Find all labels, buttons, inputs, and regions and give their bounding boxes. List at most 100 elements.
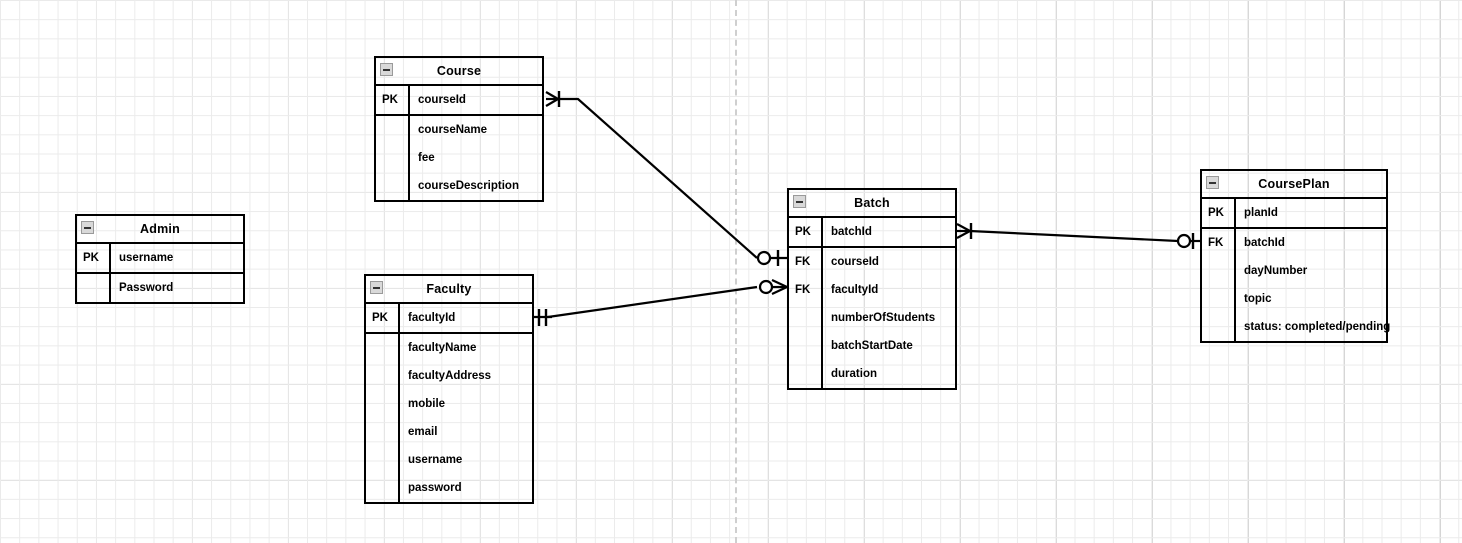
entity-batch-pk-section: PK batchId bbox=[789, 218, 955, 248]
entity-faculty-title: Faculty bbox=[426, 282, 472, 296]
attribute-row[interactable]: numberOfStudents bbox=[789, 304, 955, 332]
connector-faculty-batch[interactable] bbox=[534, 279, 788, 326]
entity-batch-title: Batch bbox=[854, 196, 890, 210]
minus-icon[interactable] bbox=[793, 195, 806, 208]
attribute-row[interactable]: duration bbox=[789, 360, 955, 388]
attribute-name: courseId bbox=[821, 248, 955, 276]
entity-course-body: PK courseId courseName fee courseDescrip… bbox=[376, 86, 542, 200]
entity-batch[interactable]: Batch PK batchId FK courseId FK facultyI… bbox=[787, 188, 957, 390]
entity-course-title: Course bbox=[436, 64, 482, 78]
attribute-row[interactable]: PK planId bbox=[1202, 199, 1386, 227]
attribute-key bbox=[366, 362, 398, 390]
attribute-key: PK bbox=[372, 312, 388, 324]
attribute-name: numberOfStudents bbox=[821, 304, 955, 332]
minus-icon[interactable] bbox=[380, 63, 393, 76]
attribute-key bbox=[366, 446, 398, 474]
attribute-name: status: completed/pending bbox=[1234, 313, 1390, 341]
entity-admin[interactable]: Admin PK username Password bbox=[75, 214, 245, 304]
attribute-row[interactable]: Password bbox=[77, 274, 243, 302]
entity-courseplan-title: CoursePlan bbox=[1258, 177, 1330, 191]
attribute-row[interactable]: username bbox=[366, 446, 532, 474]
attribute-key bbox=[77, 274, 109, 302]
attribute-key bbox=[376, 144, 408, 172]
attribute-key: FK bbox=[795, 256, 811, 268]
attribute-key bbox=[366, 474, 398, 502]
entity-courseplan-header: CoursePlan bbox=[1202, 171, 1386, 199]
entity-batch-attr-section: FK courseId FK facultyId numberOfStudent… bbox=[789, 248, 955, 388]
attribute-row[interactable]: FK courseId bbox=[789, 248, 955, 276]
attribute-row[interactable]: mobile bbox=[366, 390, 532, 418]
attribute-key bbox=[1202, 313, 1234, 341]
attribute-name: courseDescription bbox=[408, 172, 542, 200]
attribute-key bbox=[789, 360, 821, 388]
attribute-name: courseId bbox=[408, 86, 542, 114]
attribute-name: facultyId bbox=[398, 304, 532, 332]
cardinality-batch-many bbox=[956, 223, 973, 239]
entity-course-attr-section: courseName fee courseDescription bbox=[376, 116, 542, 200]
entity-course[interactable]: Course PK courseId courseName fee bbox=[374, 56, 544, 202]
attribute-key bbox=[376, 172, 408, 200]
attribute-row[interactable]: status: completed/pending bbox=[1202, 313, 1390, 341]
attribute-row[interactable]: fee bbox=[376, 144, 542, 172]
attribute-key bbox=[789, 304, 821, 332]
attribute-row[interactable]: FK facultyId bbox=[789, 276, 955, 304]
cardinality-batch-zero-one-course bbox=[756, 250, 787, 266]
entity-courseplan[interactable]: CoursePlan PK planId FK batchId dayNumbe… bbox=[1200, 169, 1390, 343]
attribute-row[interactable]: PK courseId bbox=[376, 86, 542, 114]
entity-faculty-header: Faculty bbox=[366, 276, 532, 304]
attribute-row[interactable]: PK facultyId bbox=[366, 304, 532, 332]
entity-faculty-body: PK facultyId facultyName facultyAddress … bbox=[366, 304, 532, 502]
attribute-name: facultyName bbox=[398, 334, 532, 362]
attribute-row[interactable]: courseName bbox=[376, 116, 542, 144]
attribute-row[interactable]: PK username bbox=[77, 244, 243, 272]
attribute-row[interactable]: batchStartDate bbox=[789, 332, 955, 360]
attribute-row[interactable]: facultyName bbox=[366, 334, 532, 362]
attribute-row[interactable]: courseDescription bbox=[376, 172, 542, 200]
entity-admin-body: PK username Password bbox=[77, 244, 243, 302]
entity-courseplan-pk-section: PK planId bbox=[1202, 199, 1386, 229]
entity-courseplan-attr-section: FK batchId dayNumber topic status: compl… bbox=[1202, 229, 1390, 341]
attribute-name: dayNumber bbox=[1234, 257, 1386, 285]
entity-courseplan-body: PK planId FK batchId dayNumber topic bbox=[1202, 199, 1390, 341]
attribute-key: FK bbox=[795, 284, 811, 296]
cardinality-faculty-exactly-one bbox=[534, 309, 552, 326]
attribute-key bbox=[376, 116, 408, 144]
attribute-key bbox=[789, 332, 821, 360]
minus-icon[interactable] bbox=[81, 221, 94, 234]
attribute-key bbox=[1202, 285, 1234, 313]
attribute-name: batchId bbox=[821, 218, 955, 246]
entity-admin-pk-section: PK username bbox=[77, 244, 243, 274]
page-break-line bbox=[735, 0, 737, 543]
entity-batch-header: Batch bbox=[789, 190, 955, 218]
attribute-row[interactable]: PK batchId bbox=[789, 218, 955, 246]
attribute-name: batchId bbox=[1234, 229, 1386, 257]
entity-admin-header: Admin bbox=[77, 216, 243, 244]
entity-admin-title: Admin bbox=[140, 222, 180, 236]
cardinality-course-many bbox=[545, 91, 561, 107]
attribute-name: username bbox=[109, 244, 243, 272]
attribute-row[interactable]: topic bbox=[1202, 285, 1386, 313]
attribute-key: PK bbox=[795, 226, 811, 238]
attribute-name: duration bbox=[821, 360, 955, 388]
attribute-row[interactable]: FK batchId bbox=[1202, 229, 1386, 257]
attribute-key: PK bbox=[382, 94, 398, 106]
attribute-key bbox=[1202, 257, 1234, 285]
minus-icon[interactable] bbox=[1206, 176, 1219, 189]
connector-batch-courseplan[interactable] bbox=[956, 223, 1200, 249]
attribute-key: PK bbox=[83, 252, 99, 264]
entity-faculty[interactable]: Faculty PK facultyId facultyName faculty… bbox=[364, 274, 534, 504]
attribute-name: topic bbox=[1234, 285, 1386, 313]
attribute-name: courseName bbox=[408, 116, 542, 144]
minus-icon[interactable] bbox=[370, 281, 383, 294]
entity-faculty-pk-section: PK facultyId bbox=[366, 304, 532, 334]
attribute-name: mobile bbox=[398, 390, 532, 418]
attribute-row[interactable]: password bbox=[366, 474, 532, 502]
attribute-row[interactable]: facultyAddress bbox=[366, 362, 532, 390]
connector-course-batch[interactable] bbox=[545, 91, 787, 266]
cardinality-courseplan-zero-one bbox=[1176, 233, 1200, 249]
entity-batch-body: PK batchId FK courseId FK facultyId numb… bbox=[789, 218, 955, 388]
attribute-row[interactable]: email bbox=[366, 418, 532, 446]
attribute-row[interactable]: dayNumber bbox=[1202, 257, 1386, 285]
attribute-name: fee bbox=[408, 144, 542, 172]
